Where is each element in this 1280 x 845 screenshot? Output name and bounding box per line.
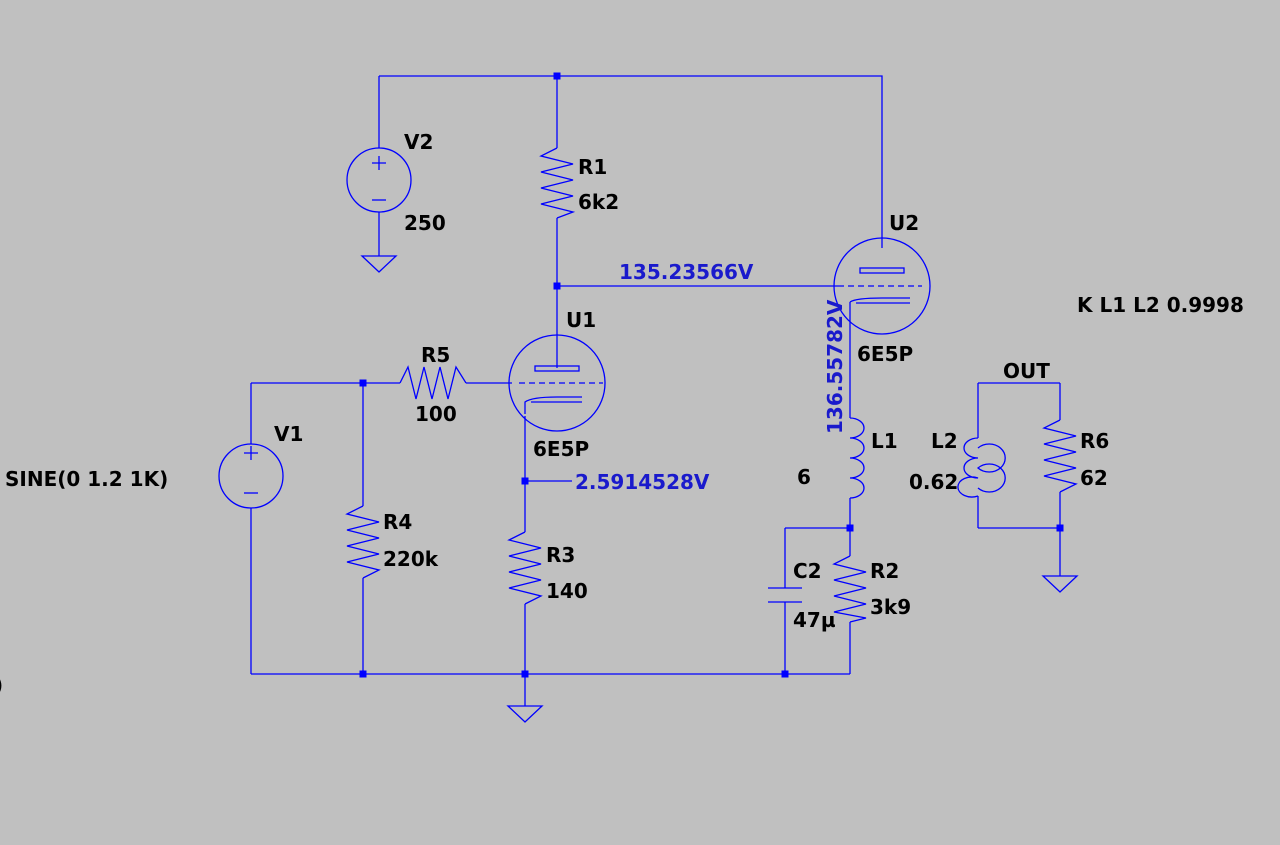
u1-anode-voltage: 135.23566V bbox=[619, 260, 754, 284]
c2-ref-label: C2 bbox=[793, 559, 822, 583]
u2-ref-label: U2 bbox=[889, 211, 919, 235]
wires bbox=[250, 75, 1061, 706]
u1-ref-label: U1 bbox=[566, 308, 596, 332]
v1-value-label: SINE(0 1.2 1K) bbox=[5, 467, 168, 491]
inductor-l2[interactable] bbox=[957, 437, 1006, 498]
junction bbox=[1056, 524, 1064, 532]
v2-ref-label: V2 bbox=[404, 130, 433, 154]
junction bbox=[359, 379, 367, 387]
resistor-r4[interactable] bbox=[345, 505, 381, 579]
l1-value-label: 6 bbox=[797, 465, 811, 489]
junction bbox=[846, 524, 854, 532]
junctions bbox=[359, 72, 1064, 678]
l1-ref-label: L1 bbox=[871, 429, 898, 453]
junction bbox=[553, 72, 561, 80]
r3-ref-label: R3 bbox=[546, 543, 575, 567]
ground-symbol bbox=[506, 705, 544, 723]
resistor-r2[interactable] bbox=[832, 555, 867, 623]
ground-symbol bbox=[360, 255, 398, 273]
resistor-r6[interactable] bbox=[1042, 419, 1078, 493]
u1-cathode-voltage: 2.5914528V bbox=[575, 470, 710, 494]
r2-ref-label: R2 bbox=[870, 559, 899, 583]
junction bbox=[359, 670, 367, 678]
c2-value-label: 47µ bbox=[793, 608, 836, 632]
resistor-r3[interactable] bbox=[507, 531, 543, 605]
ground-symbol bbox=[1041, 575, 1079, 593]
coupling-directive: K L1 L2 0.9998 bbox=[1077, 293, 1244, 317]
r6-ref-label: R6 bbox=[1080, 429, 1109, 453]
resistor-r1[interactable] bbox=[539, 147, 576, 219]
voltage-source-v1[interactable] bbox=[218, 443, 284, 509]
inductor-l1[interactable] bbox=[849, 417, 865, 499]
triode-u1[interactable] bbox=[508, 334, 606, 432]
u2-value-label: 6E5P bbox=[857, 342, 913, 366]
voltage-source-v2[interactable] bbox=[346, 147, 412, 213]
r4-ref-label: R4 bbox=[383, 510, 412, 534]
l2-ref-label: L2 bbox=[931, 429, 958, 453]
resistor-r5[interactable] bbox=[399, 365, 467, 400]
l2-value-label: 0.62 bbox=[909, 470, 958, 494]
r3-value-label: 140 bbox=[546, 579, 588, 603]
r2-value-label: 3k9 bbox=[870, 595, 911, 619]
r6-value-label: 62 bbox=[1080, 466, 1108, 490]
u2-cathode-voltage: 136.55782V bbox=[823, 299, 847, 434]
r1-ref-label: R1 bbox=[578, 155, 607, 179]
junction bbox=[553, 282, 561, 290]
junction bbox=[781, 670, 789, 678]
r1-value-label: 6k2 bbox=[578, 190, 619, 214]
capacitor-c2[interactable] bbox=[768, 587, 802, 603]
stray-paren-text: ) bbox=[0, 673, 3, 697]
u1-value-label: 6E5P bbox=[533, 437, 589, 461]
junction bbox=[521, 670, 529, 678]
r5-ref-label: R5 bbox=[421, 343, 450, 367]
junction bbox=[521, 477, 529, 485]
out-net-label: OUT bbox=[1003, 359, 1050, 383]
triode-u2[interactable] bbox=[833, 237, 931, 335]
v1-ref-label: V1 bbox=[274, 422, 303, 446]
r5-value-label: 100 bbox=[415, 402, 457, 426]
r4-value-label: 220k bbox=[383, 547, 439, 571]
v2-value-label: 250 bbox=[404, 211, 446, 235]
